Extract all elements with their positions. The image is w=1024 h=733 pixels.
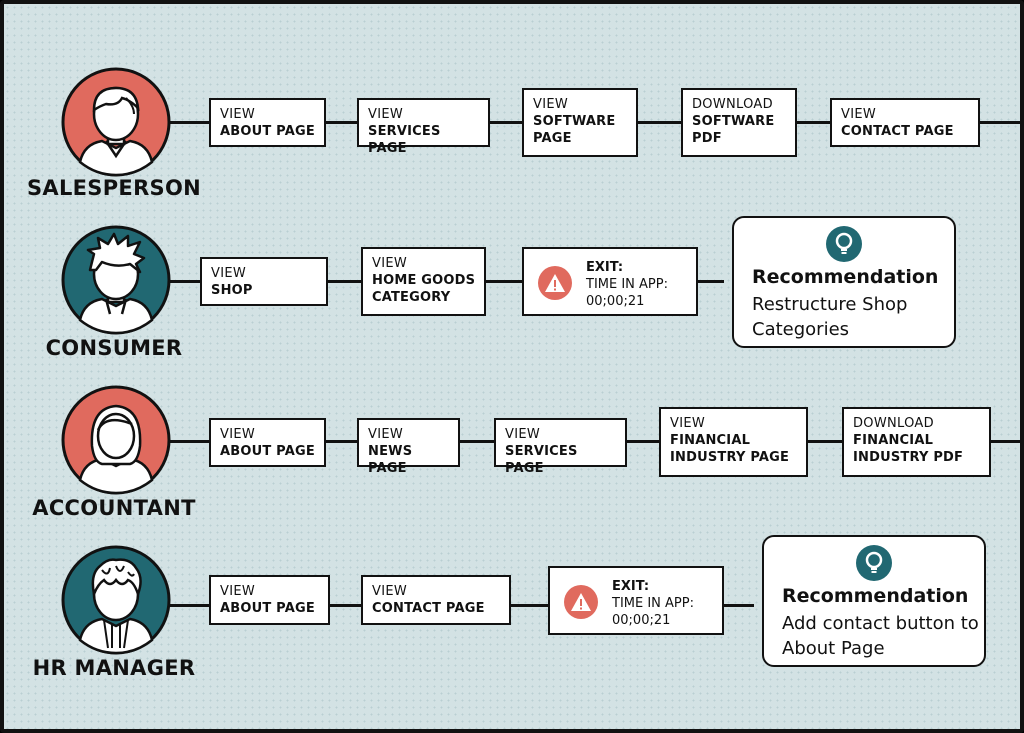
time-in-app-label: TIME IN APP: <box>612 596 694 611</box>
step-verb: VIEW <box>841 107 876 122</box>
step-object: ABOUT PAGE <box>220 601 315 616</box>
persona-name: ACCOUNTANT <box>32 496 196 520</box>
step-object: SERVICES PAGE <box>368 124 441 156</box>
exit-box: EXIT: TIME IN APP: 00;00;21 <box>522 247 698 316</box>
person-spiky-hair-icon <box>61 225 171 335</box>
person-long-hair-icon <box>61 385 171 495</box>
journey-step: VIEW ABOUT PAGE <box>209 98 326 147</box>
step-verb: DOWNLOAD <box>853 416 934 431</box>
time-in-app-value: 00;00;21 <box>586 294 645 309</box>
recommendation-body: Add contact button to About Page <box>782 613 979 659</box>
lightbulb-icon <box>826 226 862 262</box>
journey-step: VIEW ABOUT PAGE <box>209 575 330 625</box>
step-verb: VIEW <box>505 427 540 442</box>
time-in-app-value: 00;00;21 <box>612 613 671 628</box>
exit-text: EXIT: TIME IN APP: 00;00;21 <box>586 259 668 310</box>
recommendation-title: Recommendation <box>752 266 939 288</box>
step-object: FINANCIAL INDUSTRY PAGE <box>670 433 790 465</box>
step-verb: VIEW <box>670 416 705 431</box>
step-verb: VIEW <box>220 107 255 122</box>
journey-step: VIEW SERVICES PAGE <box>494 418 627 476</box>
step-object: ABOUT PAGE <box>220 124 315 139</box>
step-object: SOFTWARE PAGE <box>533 114 616 146</box>
avatar-salesperson <box>60 66 172 178</box>
step-object: SHOP <box>211 283 253 298</box>
step-object: SERVICES PAGE <box>505 444 578 476</box>
time-in-app-label: TIME IN APP: <box>586 277 668 292</box>
person-short-hair-icon <box>61 67 171 177</box>
journey-step: VIEW SHOP <box>200 257 328 306</box>
journey-step: VIEW CONTACT PAGE <box>361 575 511 625</box>
journey-step: VIEW ABOUT PAGE <box>209 418 326 467</box>
person-curly-hair-icon <box>61 545 171 655</box>
recommendation-callout: Recommendation Restructure Shop Categori… <box>732 216 956 348</box>
journey-step: VIEW CONTACT PAGE <box>830 98 980 147</box>
step-verb: VIEW <box>372 256 407 271</box>
exit-label: EXIT: <box>586 260 624 275</box>
step-object: SOFTWARE PDF <box>692 114 775 146</box>
journey-step: VIEW SOFTWARE PAGE <box>522 88 638 157</box>
warning-icon <box>564 585 598 619</box>
exit-label: EXIT: <box>612 579 650 594</box>
warning-icon <box>538 266 572 300</box>
persona-name: CONSUMER <box>45 336 183 360</box>
step-object: HOME GOODS CATEGORY <box>372 273 476 305</box>
avatar-accountant <box>60 384 172 496</box>
journey-step: DOWNLOAD SOFTWARE PDF <box>681 88 797 157</box>
step-verb: VIEW <box>220 584 255 599</box>
avatar-consumer <box>60 224 172 336</box>
step-object: CONTACT PAGE <box>372 601 485 616</box>
step-verb: DOWNLOAD <box>692 97 773 112</box>
step-verb: VIEW <box>372 584 407 599</box>
recommendation-callout: Recommendation Add contact button to Abo… <box>762 535 986 667</box>
recommendation-title: Recommendation <box>782 585 969 607</box>
journey-step: VIEW HOME GOODS CATEGORY <box>361 247 486 316</box>
journey-step: VIEW NEWS PAGE <box>357 418 460 476</box>
recommendation-body: Restructure Shop Categories <box>752 294 908 340</box>
step-verb: VIEW <box>211 266 246 281</box>
step-object: CONTACT PAGE <box>841 124 954 139</box>
exit-box: EXIT: TIME IN APP: 00;00;21 <box>548 566 724 635</box>
step-verb: VIEW <box>220 427 255 442</box>
journey-step: VIEW SERVICES PAGE <box>357 98 490 156</box>
lightbulb-icon <box>856 545 892 581</box>
step-object: ABOUT PAGE <box>220 444 315 459</box>
journey-step: DOWNLOAD FINANCIAL INDUSTRY PDF <box>842 407 991 477</box>
step-object: FINANCIAL INDUSTRY PDF <box>853 433 964 465</box>
journey-step: VIEW FINANCIAL INDUSTRY PAGE <box>659 407 808 477</box>
step-object: NEWS PAGE <box>368 444 413 476</box>
persona-name: SALESPERSON <box>27 176 201 200</box>
step-verb: VIEW <box>368 107 403 122</box>
persona-name: HR MANAGER <box>32 656 196 680</box>
avatar-hr-manager <box>60 544 172 656</box>
step-verb: VIEW <box>368 427 403 442</box>
exit-text: EXIT: TIME IN APP: 00;00;21 <box>612 578 694 629</box>
step-verb: VIEW <box>533 97 568 112</box>
